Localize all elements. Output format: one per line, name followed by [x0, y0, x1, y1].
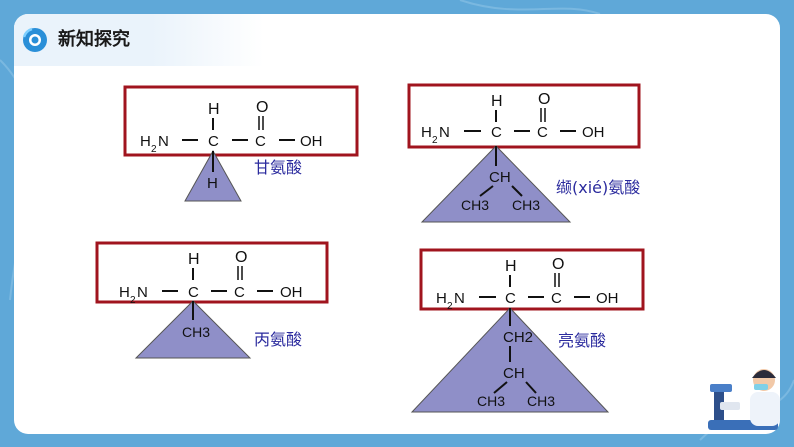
valine-oh: OH	[582, 124, 605, 141]
alanine-r-ch3: CH3	[182, 324, 210, 340]
scientist-with-microscope-illustration	[708, 369, 780, 430]
leucine-amino-n: N	[454, 290, 465, 307]
leucine-r-ch3-left: CH3	[477, 393, 505, 409]
glycine-amino-n: N	[158, 133, 169, 150]
leucine-name: 亮氨酸	[558, 331, 607, 350]
alanine-r-group-triangle	[134, 300, 252, 359]
leucine-c-carboxyl: C	[551, 290, 562, 307]
alanine-c-carboxyl: C	[234, 284, 245, 301]
leucine-o-top: O	[552, 256, 564, 273]
alanine-amino-sub: 2	[130, 295, 136, 306]
valine-c-carboxyl: C	[537, 124, 548, 141]
alanine-oh: OH	[280, 284, 303, 301]
leucine-r-ch2: CH2	[503, 329, 533, 346]
alanine-name: 丙氨酸	[254, 330, 303, 349]
alanine-amino-h: H	[119, 284, 130, 301]
valine-c-alpha: C	[491, 124, 502, 141]
glycine-structure: H O H 2 N C C OH H	[123, 85, 359, 202]
leucine-r-ch: CH	[503, 365, 525, 382]
leucine-structure: H O H 2 N C C OH CH2 CH CH3 CH3	[410, 248, 645, 413]
valine-structure: H O H 2 N C C OH CH CH3 CH3	[407, 83, 641, 223]
glycine-o-top: O	[256, 99, 268, 116]
glycine-r-h: H	[207, 175, 218, 192]
valine-r-ch: CH	[489, 169, 511, 186]
alanine-backbone-box	[95, 241, 329, 304]
glycine-c-alpha: C	[208, 133, 219, 150]
valine-r-ch3-right: CH3	[512, 197, 540, 213]
glycine-c-carboxyl: C	[255, 133, 266, 150]
valine-name: 缬(xié)氨酸	[556, 178, 641, 197]
leucine-oh: OH	[596, 290, 619, 307]
glycine-oh: OH	[300, 133, 323, 150]
glycine-backbone-box	[123, 85, 359, 157]
atom-logo-icon	[22, 27, 47, 52]
alanine-h-top: H	[188, 251, 200, 268]
alanine-structure: H O H 2 N C C OH CH3	[95, 241, 329, 359]
leucine-c-alpha: C	[505, 290, 516, 307]
section-header	[14, 14, 264, 66]
alanine-amino-n: N	[137, 284, 148, 301]
leucine-r-ch3-right: CH3	[527, 393, 555, 409]
header-bar	[14, 14, 264, 66]
glycine-amino-h: H	[140, 133, 151, 150]
glycine-amino-sub: 2	[151, 144, 157, 155]
alanine-o-top: O	[235, 249, 247, 266]
leucine-amino-h: H	[436, 290, 447, 307]
leucine-h-top: H	[505, 258, 517, 275]
glycine-h-top: H	[208, 101, 220, 118]
glycine-name: 甘氨酸	[254, 158, 303, 177]
valine-amino-h: H	[421, 124, 432, 141]
glycine-r-group-triangle	[184, 149, 242, 202]
page-title: 新知探究	[58, 29, 130, 50]
valine-amino-n: N	[439, 124, 450, 141]
leucine-backbone-box	[419, 248, 645, 311]
valine-h-top: H	[491, 93, 503, 110]
valine-amino-sub: 2	[432, 135, 438, 146]
valine-r-ch3-left: CH3	[461, 197, 489, 213]
leucine-amino-sub: 2	[447, 301, 453, 312]
content-card	[14, 14, 780, 434]
valine-r-group-triangle	[420, 145, 572, 223]
valine-backbone-box	[407, 83, 641, 149]
alanine-c-alpha: C	[188, 284, 199, 301]
valine-o-top: O	[538, 91, 550, 108]
